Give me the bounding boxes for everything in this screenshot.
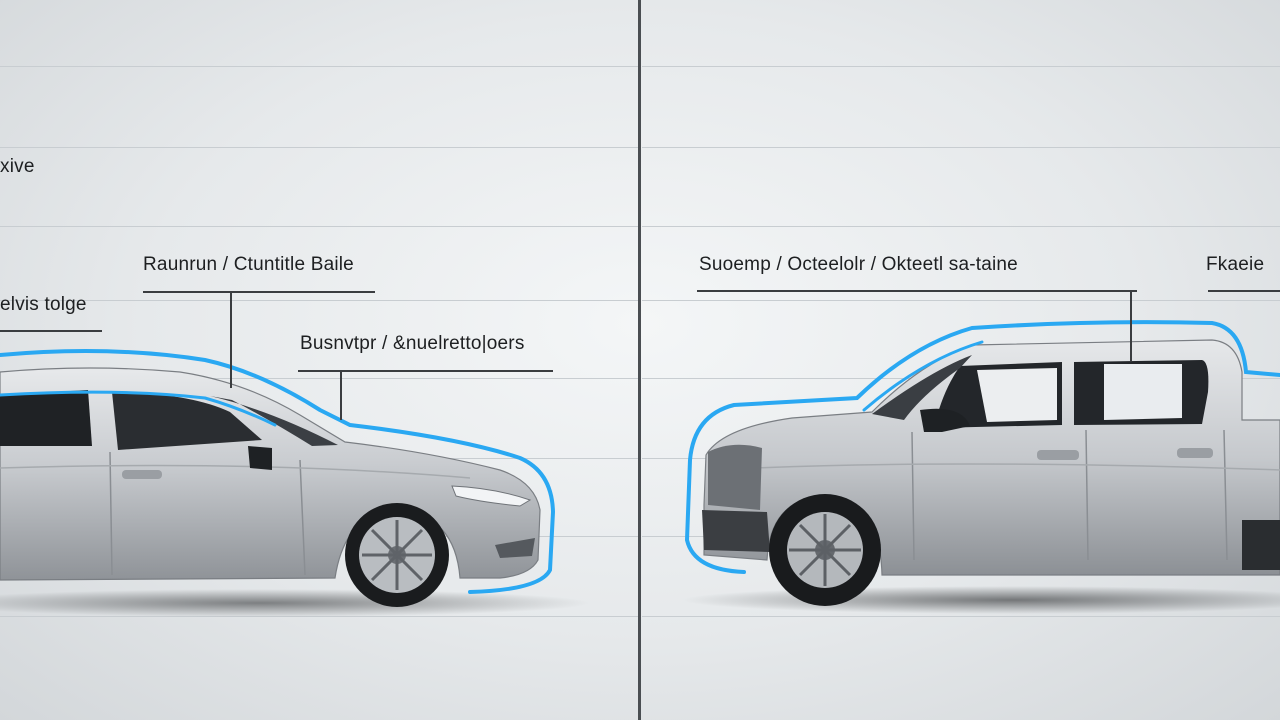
door-handle — [122, 470, 162, 479]
label-edge: Fkaeie — [1206, 254, 1265, 275]
side-mirror — [248, 446, 272, 470]
leader-rule — [1208, 290, 1280, 292]
truck-bumper — [702, 510, 770, 552]
headlight — [451, 485, 532, 507]
truck-illustration — [682, 320, 1280, 614]
truck-shadow — [682, 586, 1280, 614]
gridline — [0, 378, 638, 379]
door-handle — [1037, 450, 1079, 460]
front-window-glare — [977, 368, 1057, 422]
sedan-windshield — [210, 396, 338, 446]
truck-windshield — [872, 355, 972, 420]
leader-line — [1130, 291, 1132, 361]
leader-rule — [0, 330, 102, 332]
door-handle — [1177, 448, 1213, 458]
sedan-panel: xive elvis tolge Raunrun / Ctuntitle Bai… — [0, 0, 638, 720]
gridline — [642, 616, 1280, 617]
rear-wheel-arch — [1242, 520, 1280, 570]
leader-line — [230, 292, 232, 388]
leader-rule — [697, 290, 1137, 292]
truck-panel: Suoemp / Octeelolr / Okteetl sa-taine Fk… — [642, 0, 1280, 720]
label-main: Raunrun / Ctuntitle Baile — [143, 254, 354, 275]
label-main: Suoemp / Octeelolr / Okteetl sa-taine — [699, 254, 1018, 275]
side-mirror — [920, 408, 970, 432]
gridline — [642, 66, 1280, 67]
sedan-front-window — [112, 392, 262, 450]
gridline — [0, 66, 638, 67]
sedan-shadow — [0, 589, 590, 617]
leader-line — [340, 372, 342, 420]
panel-divider — [638, 0, 641, 720]
sedan-illustration — [0, 349, 590, 617]
front-grille — [495, 538, 535, 558]
gridline — [642, 300, 1280, 301]
sedan-rear-window — [0, 390, 92, 446]
label-top: xive — [0, 156, 35, 177]
gridline — [0, 300, 638, 301]
truck-grille — [708, 444, 762, 510]
rear-window-glare — [1104, 364, 1182, 420]
gridline — [642, 226, 1280, 227]
gridline — [0, 147, 638, 148]
gridline — [0, 226, 638, 227]
gridline — [642, 147, 1280, 148]
leader-rule — [143, 291, 375, 293]
label-side: elvis tolge — [0, 294, 87, 315]
truck-outline-highlight — [684, 320, 1280, 574]
label-sub: Busnvtpr / &nuelretto|oers — [300, 333, 525, 354]
sedan-outline-highlight — [0, 349, 556, 594]
leader-rule — [298, 370, 553, 372]
